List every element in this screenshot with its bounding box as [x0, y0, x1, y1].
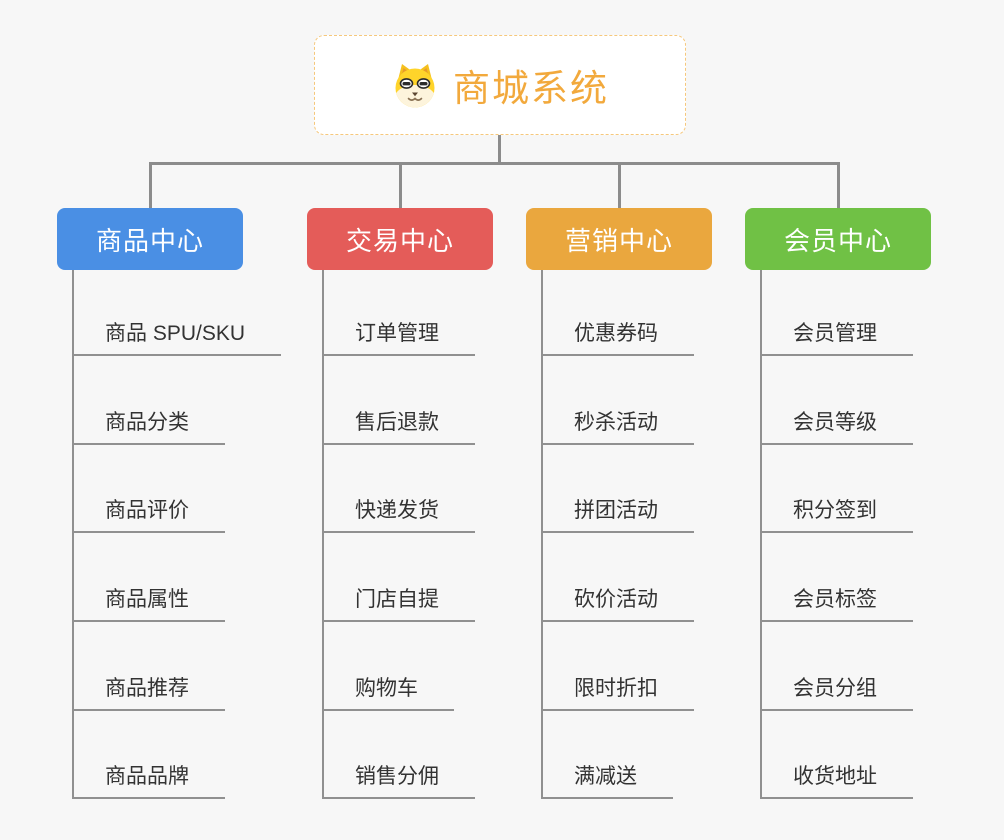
- branch-header-products[interactable]: 商品中心: [57, 208, 243, 270]
- branch-connector-rail: [149, 162, 840, 165]
- leaf-item-products-5[interactable]: 商品品牌: [72, 763, 225, 799]
- leaf-item-trade-4[interactable]: 购物车: [322, 675, 454, 711]
- branch-header-marketing[interactable]: 营销中心: [526, 208, 712, 270]
- leaf-item-marketing-3[interactable]: 砍价活动: [541, 586, 694, 622]
- branch-connector-drop-trade: [399, 162, 402, 208]
- leaf-item-trade-2[interactable]: 快递发货: [322, 497, 475, 533]
- leaf-item-members-0[interactable]: 会员管理: [760, 320, 913, 356]
- branch-line-members: [760, 270, 762, 799]
- dog-face-icon: [391, 61, 439, 109]
- root-connector-stub: [498, 135, 501, 162]
- branch-header-members[interactable]: 会员中心: [745, 208, 931, 270]
- branch-line-marketing: [541, 270, 543, 799]
- leaf-item-products-1[interactable]: 商品分类: [72, 409, 225, 445]
- branch-connector-drop-marketing: [618, 162, 621, 208]
- leaf-item-marketing-1[interactable]: 秒杀活动: [541, 409, 694, 445]
- leaf-item-marketing-2[interactable]: 拼团活动: [541, 497, 694, 533]
- leaf-item-trade-0[interactable]: 订单管理: [322, 320, 475, 356]
- leaf-item-products-4[interactable]: 商品推荐: [72, 675, 225, 711]
- leaf-item-products-3[interactable]: 商品属性: [72, 586, 225, 622]
- branch-connector-drop-members: [837, 162, 840, 208]
- leaf-item-members-2[interactable]: 积分签到: [760, 497, 913, 533]
- branch-line-products: [72, 270, 74, 799]
- branch-connector-drop-products: [149, 162, 152, 208]
- leaf-item-trade-1[interactable]: 售后退款: [322, 409, 475, 445]
- leaf-item-members-5[interactable]: 收货地址: [760, 763, 913, 799]
- leaf-item-members-1[interactable]: 会员等级: [760, 409, 913, 445]
- leaf-item-marketing-0[interactable]: 优惠券码: [541, 320, 694, 356]
- leaf-item-trade-3[interactable]: 门店自提: [322, 586, 475, 622]
- leaf-item-members-3[interactable]: 会员标签: [760, 586, 913, 622]
- leaf-item-members-4[interactable]: 会员分组: [760, 675, 913, 711]
- leaf-item-marketing-4[interactable]: 限时折扣: [541, 675, 694, 711]
- branch-header-trade[interactable]: 交易中心: [307, 208, 493, 270]
- root-title: 商城系统: [453, 68, 609, 109]
- root-node[interactable]: 商城系统: [314, 35, 686, 135]
- leaf-item-products-2[interactable]: 商品评价: [72, 497, 225, 533]
- leaf-item-products-0[interactable]: 商品 SPU/SKU: [72, 320, 282, 356]
- leaf-item-marketing-5[interactable]: 满减送: [541, 763, 673, 799]
- leaf-item-trade-5[interactable]: 销售分佣: [322, 763, 475, 799]
- branch-line-trade: [322, 270, 324, 799]
